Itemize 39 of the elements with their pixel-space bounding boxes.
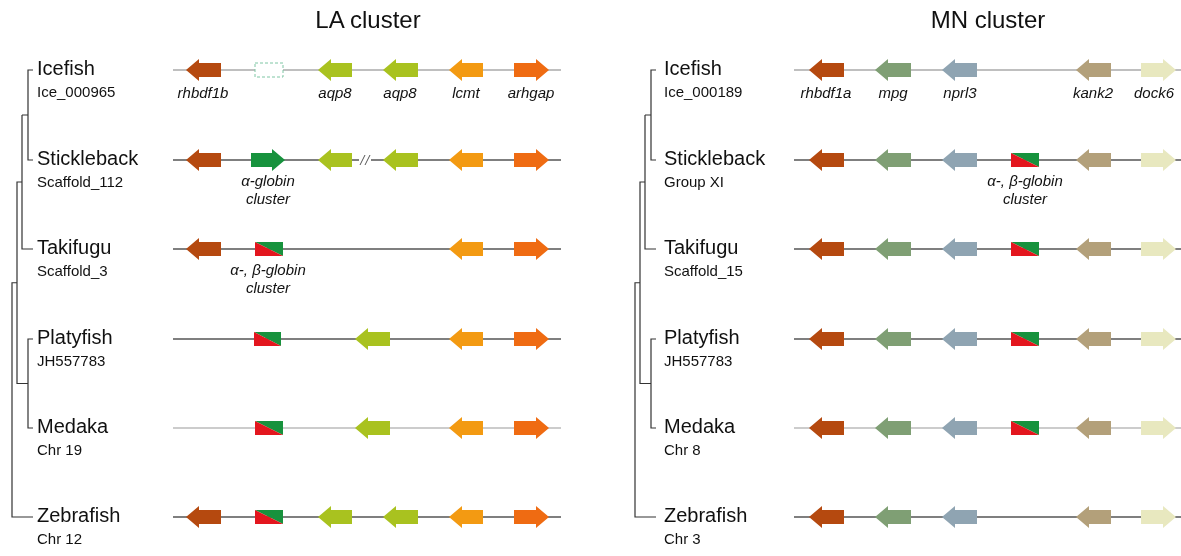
gene-name: rhbdf1a — [800, 84, 852, 102]
species-name: Takifugu — [664, 236, 739, 259]
scaffold-label: Chr 19 — [37, 441, 83, 459]
gene-name: nprl3 — [943, 84, 977, 102]
scaffold-label: Scaffold_3 — [37, 262, 108, 280]
species-name: Zebrafish — [37, 504, 121, 527]
species-name: Platyfish — [664, 326, 740, 349]
gene-name: dock6 — [1134, 84, 1174, 102]
scaffold-label: Chr 3 — [664, 530, 701, 548]
gene-cluster-label: α-, β-globin cluster — [986, 172, 1064, 208]
species-name: Platyfish — [37, 326, 113, 349]
species-name: Medaka — [37, 415, 109, 438]
scaffold-label: Ice_000189 — [664, 83, 743, 101]
scaffold-label: Chr 8 — [664, 441, 701, 459]
species-name: Takifugu — [37, 236, 112, 259]
gene-cluster-label: α-globin cluster — [240, 172, 296, 208]
species-name: Stickleback — [37, 147, 139, 170]
species-name: Zebrafish — [664, 504, 748, 527]
gene-name: rhbdf1b — [177, 84, 229, 102]
scaffold-label: Ice_000965 — [37, 83, 116, 101]
gene-name: lcmt — [452, 84, 480, 102]
gene-name: kank2 — [1073, 84, 1113, 102]
species-name: Medaka — [664, 415, 736, 438]
species-name: Icefish — [664, 57, 722, 80]
scaffold-label: JH557783 — [664, 352, 733, 370]
panel-title: MN cluster — [930, 6, 1046, 34]
gene-name: aqp8 — [318, 84, 352, 102]
scaffold-label: Chr 12 — [37, 530, 83, 548]
gene-name: arhgap — [507, 84, 555, 102]
scaffold-label: Group XI — [664, 173, 725, 191]
scaffold-label: Scaffold_112 — [37, 173, 124, 191]
scaffold-label: Scaffold_15 — [664, 262, 743, 280]
panel-title: LA cluster — [315, 6, 421, 34]
species-name: Icefish — [37, 57, 95, 80]
gene-name: aqp8 — [383, 84, 417, 102]
gene-cluster-label: α-, β-globin cluster — [229, 261, 307, 297]
scaffold-label: JH557783 — [37, 352, 106, 370]
gene-name: mpg — [878, 84, 908, 102]
species-name: Stickleback — [664, 147, 766, 170]
